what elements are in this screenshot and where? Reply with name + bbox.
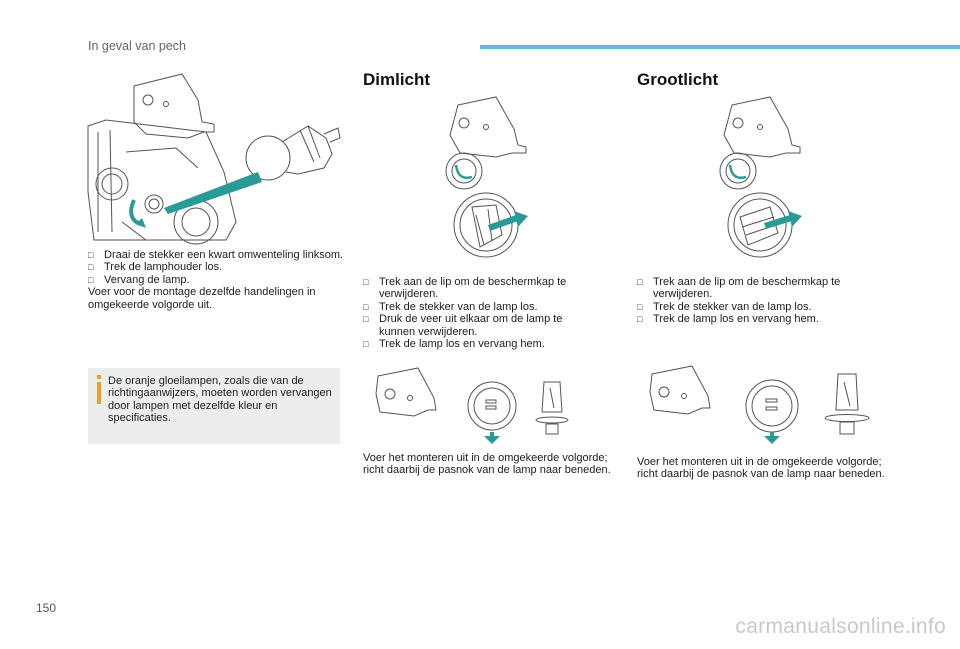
tip-box: De oranje gloeilampen, zoals die van de … [88,368,340,444]
header-accent-bar [480,45,960,49]
info-icon [97,375,101,404]
dimlicht-illustration-bottom [375,367,569,444]
running-header: In geval van pech [88,39,186,53]
list-item: Draai de stekker een kwart omwenteling l… [88,249,344,262]
grootlicht-instructions: Trek aan de lip om de beschermkap te ver… [637,276,877,326]
dimlicht-instructions: Trek aan de lip om de beschermkap te ver… [363,276,595,351]
dimlicht-illustration-top [445,96,528,258]
grootlicht-paragraph: Voer het monteren uit in de omgekeerde v… [637,456,885,481]
tip-text: De oranje gloeilampen, zoals die van de … [108,375,332,425]
grootlicht-illustration-top [719,96,802,258]
list-item: Trek de stekker van de lamp los. [637,301,877,314]
list-item: Trek de lamphouder los. [88,261,344,274]
list-item: Vervang de lamp. [88,274,344,287]
grootlicht-illustration-bottom [649,365,870,444]
list-item: Trek de stekker van de lamp los. [363,301,595,314]
left-paragraph: Voer voor de montage dezelfde handelinge… [88,286,316,311]
list-item: Trek aan de lip om de beschermkap te ver… [363,276,595,301]
list-item: Trek aan de lip om de beschermkap te ver… [637,276,877,301]
page-number: 150 [36,601,57,615]
watermark: carmanualsonline.info [735,615,946,638]
dimlicht-paragraph: Voer het monteren uit in de omgekeerde v… [363,452,611,477]
list-item: Druk de veer uit elkaar om de lamp te ku… [363,313,595,338]
left-instructions: Draai de stekker een kwart omwenteling l… [88,249,344,311]
section-title-dimlicht: Dimlicht [363,70,431,89]
section-title-grootlicht: Grootlicht [637,70,719,89]
left-illustration [87,73,341,245]
list-item: Trek de lamp los en vervang hem. [637,313,877,326]
list-item: Trek de lamp los en vervang hem. [363,338,595,351]
